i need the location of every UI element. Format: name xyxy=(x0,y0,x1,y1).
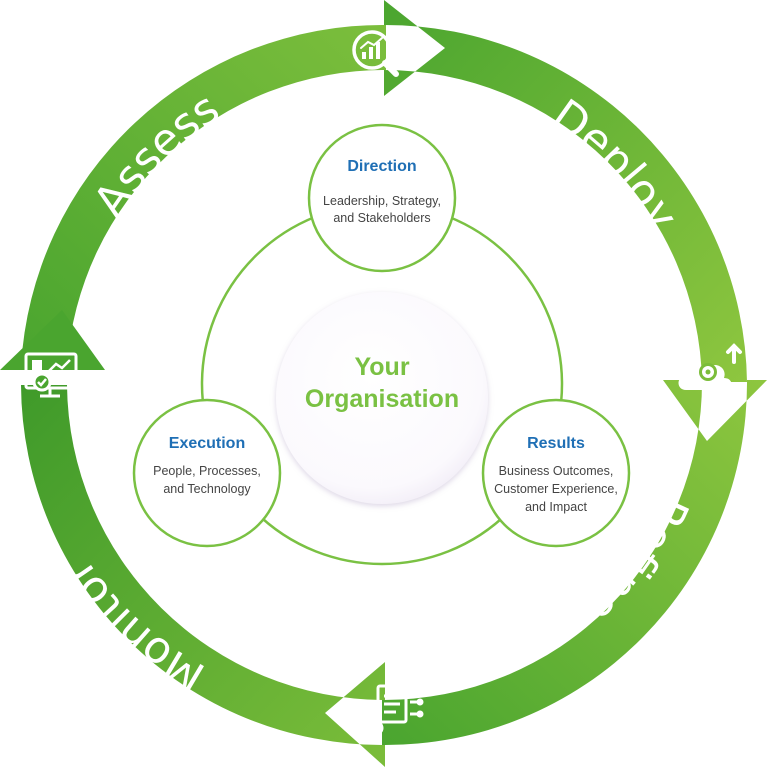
node-direction-line2: and Stakeholders xyxy=(333,211,430,225)
node-results-title: Results xyxy=(527,435,585,452)
magnifier-chart-icon xyxy=(352,30,399,77)
monitor-arrow xyxy=(21,385,385,767)
node-execution-title: Execution xyxy=(169,435,245,452)
monitor-dashboard-check-icon xyxy=(24,352,78,398)
node-direction-line1: Leadership, Strategy, xyxy=(323,194,441,208)
cloud-gear-upload-icon xyxy=(678,343,742,390)
node-execution-line1: People, Processes, xyxy=(153,464,261,478)
stage-label-monitor: Monitor xyxy=(52,550,213,703)
deploy-arrow xyxy=(384,0,747,382)
core-title-line1: Your xyxy=(354,353,409,381)
node-results-line2: Customer Experience, xyxy=(494,482,618,496)
node-execution: Execution People, Processes, and Technol… xyxy=(132,398,282,548)
core-title-line2: Organisation xyxy=(305,385,459,413)
node-results-line1: Business Outcomes, xyxy=(499,464,614,478)
node-results: Results Business Outcomes, Customer Expe… xyxy=(481,398,631,548)
core-circle: Your Organisation xyxy=(276,292,488,504)
node-execution-line2: and Technology xyxy=(163,482,251,496)
node-direction-title: Direction xyxy=(347,158,416,175)
node-direction: Direction Leadership, Strategy, and Stak… xyxy=(307,123,457,273)
refine-arrow xyxy=(382,380,767,746)
document-gear-flow-icon xyxy=(368,684,424,736)
node-results-line3: and Impact xyxy=(525,500,587,514)
